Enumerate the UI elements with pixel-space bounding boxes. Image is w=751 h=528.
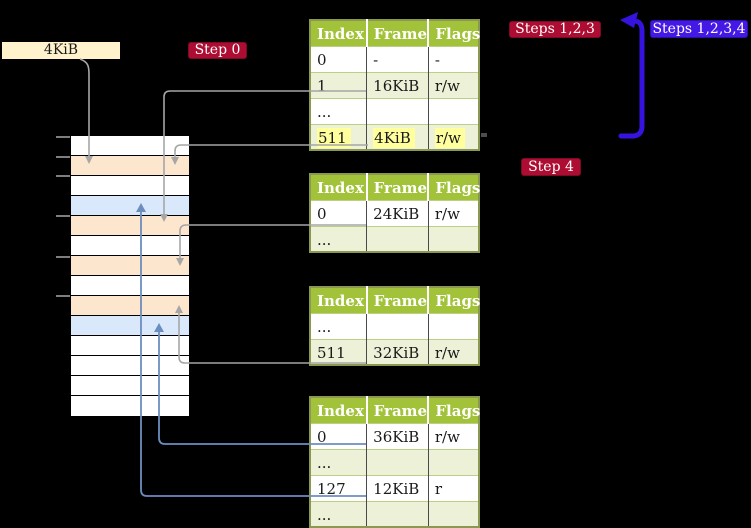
memory-frame-row	[71, 276, 189, 296]
table-row: 127 12KiB r	[310, 474, 479, 501]
cell-index: ...	[317, 230, 332, 249]
memory-frame-row	[71, 196, 189, 216]
col-header-index: Index	[310, 287, 368, 313]
table-header-row: Index Frame Flags	[310, 20, 480, 46]
badge-steps-1-2-3-4: Steps 1,2,3,4	[650, 20, 748, 38]
cell-index: 127	[317, 480, 346, 498]
cell-flags: r/w	[434, 343, 460, 362]
col-header-flags: Flags	[428, 287, 480, 313]
cell-flags: r	[434, 480, 443, 498]
cell-frame: 4KiB	[373, 127, 415, 148]
page-table-0: Index Frame Flags 0 - - 1 16KiB r/w ... …	[309, 19, 480, 151]
page-table-2: Index Frame Flags ... 511 32KiB r/w	[309, 286, 480, 366]
memory-frame-row	[71, 256, 189, 276]
table-header-row: Index Frame Flags	[310, 397, 480, 423]
cell-index: ...	[317, 454, 332, 472]
cell-flags: r/w	[434, 428, 460, 446]
table-row: ...	[310, 312, 479, 339]
col-header-frame: Frame	[366, 174, 430, 200]
col-header-flags: Flags	[428, 397, 480, 423]
table-row: ...	[310, 500, 479, 527]
table-row: ...	[310, 97, 479, 124]
cell-index: 1	[317, 77, 327, 95]
cell-flags: r/w	[434, 205, 460, 223]
page-table-1: Index Frame Flags 0 24KiB r/w ...	[309, 173, 480, 253]
cell-frame: 32KiB	[373, 343, 420, 362]
memory-frame-row	[71, 136, 189, 156]
cell-frame: 16KiB	[373, 77, 420, 95]
col-header-frame: Frame	[366, 20, 430, 46]
memory-frame-row	[71, 236, 189, 256]
cell-index: 511	[317, 343, 346, 362]
cell-index: ...	[317, 103, 332, 121]
cell-frame: 12KiB	[373, 480, 420, 498]
cell-flags: r/w	[434, 127, 465, 148]
memory-frame-row	[71, 376, 189, 396]
badge-step-0: Step 0	[188, 42, 247, 59]
memory-frame-row	[71, 156, 189, 176]
table-row: 0 36KiB r/w	[310, 422, 479, 449]
memory-frame-row	[71, 216, 189, 236]
memory-frame-row	[71, 316, 189, 336]
col-header-frame: Frame	[366, 397, 430, 423]
address-tick-marks	[56, 136, 70, 297]
badge-step-4: Step 4	[521, 158, 581, 176]
col-header-flags: Flags	[428, 174, 480, 200]
cell-frame: -	[373, 51, 379, 69]
col-header-flags: Flags	[428, 20, 480, 46]
frame-size-label: 4KiB	[2, 42, 120, 59]
table-row-recursive-highlight: 511 4KiB r/w	[310, 123, 479, 150]
cell-index: ...	[317, 318, 332, 336]
cell-frame: 24KiB	[373, 205, 420, 223]
table-row: 0 24KiB r/w	[310, 199, 479, 226]
table-header-row: Index Frame Flags	[310, 287, 480, 313]
badge-steps-1-2-3: Steps 1,2,3	[509, 21, 601, 38]
memory-frame-row	[71, 356, 189, 376]
cell-flags: r/w	[434, 77, 460, 95]
cell-frame: 36KiB	[373, 428, 420, 446]
col-header-index: Index	[310, 397, 368, 423]
col-header-index: Index	[310, 174, 368, 200]
table-row: ...	[310, 225, 479, 252]
memory-frame-row	[71, 396, 189, 416]
memory-frame-row	[71, 336, 189, 356]
recursion-loop-arrow	[618, 12, 645, 139]
memory-frame-row	[71, 296, 189, 316]
cell-index: 511	[317, 127, 351, 148]
page-table-3: Index Frame Flags 0 36KiB r/w ... 127 12…	[309, 396, 480, 528]
cell-index: 0	[317, 428, 327, 446]
cell-index: 0	[317, 51, 327, 69]
table-row: ...	[310, 448, 479, 475]
table-row: 511 32KiB r/w	[310, 338, 479, 365]
cell-flags: -	[434, 51, 440, 69]
physical-memory-column	[70, 135, 190, 417]
table-row: 1 16KiB r/w	[310, 71, 479, 98]
table-header-row: Index Frame Flags	[310, 174, 480, 200]
col-header-frame: Frame	[366, 287, 430, 313]
cell-index: ...	[317, 505, 332, 524]
memory-frame-row	[71, 176, 189, 196]
cell-index: 0	[317, 205, 327, 223]
table-row: 0 - -	[310, 45, 479, 72]
col-header-index: Index	[310, 20, 368, 46]
